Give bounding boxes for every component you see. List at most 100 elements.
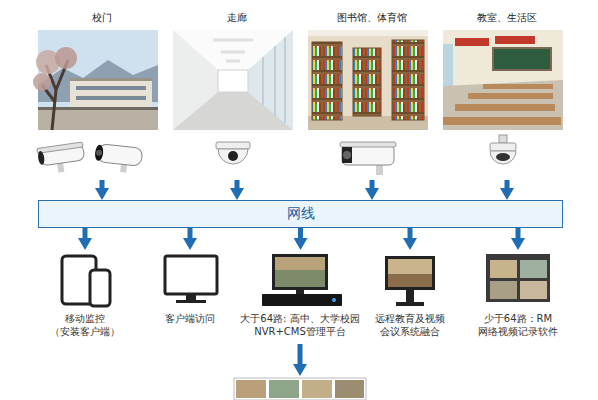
flow-arrow <box>83 228 88 238</box>
conference-icon-part <box>406 290 414 302</box>
flow-arrow <box>505 180 510 188</box>
bullet-camera-part <box>343 151 351 159</box>
software-icon-part <box>486 254 550 302</box>
mobile-icon <box>62 256 110 306</box>
flow-arrow <box>298 228 303 238</box>
classroom-photo-part <box>443 44 453 86</box>
software-icon <box>486 254 550 302</box>
flow-arrow <box>188 228 193 238</box>
bullet-camera <box>37 142 86 175</box>
video-strip-part <box>269 380 299 398</box>
corridor-photo <box>173 30 293 130</box>
client-node: 移动监控 （安装客户端） <box>45 250 125 338</box>
software-icon-part <box>520 281 547 299</box>
video-strip-part <box>234 378 366 400</box>
library-photo-part <box>353 48 381 116</box>
classroom-photo-part <box>483 84 553 89</box>
bullet-camera <box>340 142 396 175</box>
library-photo-part <box>312 42 342 120</box>
bullet-camera-part <box>96 150 103 157</box>
node-label: 校门 <box>38 12 166 24</box>
video-strip-part <box>302 380 332 398</box>
gate-photo-part <box>70 80 152 110</box>
location-node: 教室、生活区 <box>443 12 571 180</box>
gate-photo-part <box>76 96 146 100</box>
dome-camera-part <box>216 142 250 149</box>
software-icon-part <box>490 260 517 278</box>
monitor-icon <box>165 256 217 303</box>
software-icon-part <box>490 281 517 299</box>
classroom-photo-part <box>495 36 535 44</box>
flow-arrow <box>370 180 375 188</box>
ptz-camera-part <box>490 151 516 164</box>
bullet-camera-part <box>340 142 396 147</box>
gate-photo-part <box>70 78 152 81</box>
classroom-photo-part <box>468 93 553 99</box>
monitor-icon-part <box>176 300 206 303</box>
node-label: 客户端访问 <box>150 312 230 325</box>
location-node: 走廊 <box>173 12 301 180</box>
flow-arrow <box>235 180 240 188</box>
library-photo-part <box>308 30 428 36</box>
conference-icon-part <box>396 302 424 306</box>
video-strip <box>234 378 366 400</box>
dome-camera <box>216 142 250 164</box>
bullet-camera-part <box>97 144 143 167</box>
location-node: 校门 <box>38 12 166 180</box>
nvr-icon-part <box>262 294 342 306</box>
bullet-camera-part <box>94 144 104 161</box>
corridor-photo-part <box>218 70 248 92</box>
corridor-photo-part <box>263 37 285 123</box>
video-strip-part <box>236 380 266 398</box>
client-node: 客户端访问 <box>150 250 230 325</box>
dome-camera-part <box>228 151 238 161</box>
library-photo <box>308 30 428 130</box>
bullet-camera-part <box>342 147 352 163</box>
ptz-camera <box>490 135 516 164</box>
conference-icon-part <box>385 256 435 290</box>
monitor-icon-part <box>186 294 196 300</box>
corridor-photo-part <box>213 40 253 61</box>
conference-icon-part <box>388 259 432 287</box>
gate-photo <box>33 30 158 130</box>
node-label: 移动监控 （安装客户端） <box>45 312 125 338</box>
gate-photo-part <box>55 47 77 69</box>
classroom-photo-part <box>455 104 555 111</box>
classroom-photo-part <box>493 48 551 70</box>
nvr-icon-part <box>275 270 325 287</box>
client-node: 大于64路: 高中、大学校园 NVR+CMS管理平台 <box>237 250 363 338</box>
node-label: 网线 <box>287 205 315 223</box>
nvr-icon-part <box>296 290 304 294</box>
node-label: 大于64路: 高中、大学校园 NVR+CMS管理平台 <box>237 312 363 338</box>
ptz-camera-part <box>496 153 510 161</box>
node-label: 教室、生活区 <box>443 12 571 24</box>
conference-icon-part <box>388 274 432 287</box>
location-node: 图书馆、体育馆 <box>308 12 436 180</box>
classroom-photo-part <box>443 30 563 130</box>
gate-photo-part <box>38 107 158 110</box>
network-band: 网线 <box>38 200 563 228</box>
node-label: 少于64路：RM 网络视频记录软件 <box>473 312 563 338</box>
video-strip-part <box>335 380 364 398</box>
client-node: 少于64路：RM 网络视频记录软件 <box>473 250 563 338</box>
classroom-photo <box>443 30 563 130</box>
monitor-icon-part <box>165 256 217 294</box>
gate-photo-part <box>33 73 51 91</box>
classroom-photo-part <box>443 80 563 130</box>
node-label: 图书馆、体育馆 <box>308 12 436 24</box>
gate-photo-part <box>38 110 158 130</box>
bullet-camera-part <box>342 145 394 165</box>
node-label: 远程教育及视频 会议系统融合 <box>370 312 450 338</box>
library-photo-part <box>308 30 428 130</box>
classroom-photo-part <box>443 117 561 125</box>
nvr-icon-part <box>272 254 328 290</box>
conference-icon <box>385 256 435 306</box>
node-label: 走廊 <box>173 12 301 24</box>
bullet-camera-part <box>37 151 45 166</box>
dome-camera-part <box>218 149 248 164</box>
flow-arrow <box>100 180 105 188</box>
ptz-camera-part <box>490 143 516 151</box>
output-arrow-part <box>298 344 303 364</box>
